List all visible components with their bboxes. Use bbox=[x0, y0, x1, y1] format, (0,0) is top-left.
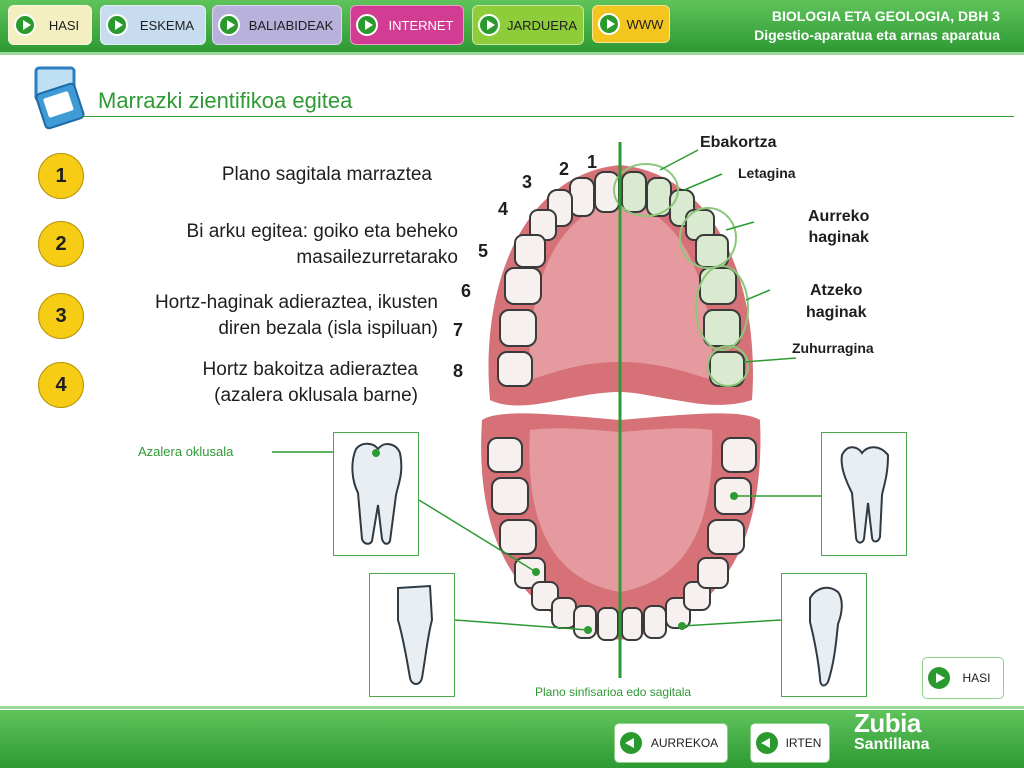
premolar-detail-box bbox=[821, 432, 907, 556]
tooth-number-3: 3 bbox=[522, 172, 533, 192]
tooth-number-1: 1 bbox=[587, 152, 598, 172]
label-azalera-oklusala: Azalera oklusala bbox=[138, 444, 234, 459]
page-title: Marrazki zientifikoa egitea bbox=[98, 88, 353, 113]
irten-label: IRTEN bbox=[785, 736, 822, 750]
play-icon bbox=[106, 14, 128, 36]
canine-tooth-icon bbox=[809, 586, 843, 687]
play-icon bbox=[14, 14, 36, 36]
label-aurreko-line2: haginak bbox=[808, 229, 869, 246]
tooth-number-8: 8 bbox=[453, 361, 464, 381]
canine-right-detail-box bbox=[781, 573, 867, 697]
course-title: BIOLOGIA ETA GEOLOGIA, DBH 3 Digestio-ap… bbox=[754, 7, 1000, 45]
step-2-text: Bi arku egitea: goiko eta beheko masaile… bbox=[100, 219, 458, 271]
nav-button-www[interactable]: WWW bbox=[592, 5, 670, 43]
aurrekoa-button[interactable]: AURREKOA bbox=[614, 723, 728, 763]
step-4-line2: (azalera oklusala barne) bbox=[214, 385, 418, 406]
top-bar-divider bbox=[0, 52, 1024, 55]
aurrekoa-label: AURREKOA bbox=[650, 736, 719, 750]
nav-button-jarduera[interactable]: JARDUERA bbox=[472, 5, 584, 45]
step-2-line1: Bi arku egitea: goiko eta beheko bbox=[186, 221, 458, 242]
step-2-line2: masailezurretarako bbox=[296, 247, 458, 268]
step-1-text: Plano sagitala marraztea bbox=[221, 164, 432, 185]
play-icon bbox=[356, 14, 378, 36]
bottom-bar bbox=[0, 710, 1024, 768]
canine-detail-box bbox=[369, 573, 455, 697]
nav-button-label: WWW bbox=[626, 16, 664, 32]
label-atzeko-line2: haginak bbox=[806, 304, 867, 321]
hasi-button[interactable]: HASI bbox=[922, 657, 1004, 699]
tooth-number-7: 7 bbox=[453, 320, 464, 340]
brand-publisher: Santillana bbox=[854, 736, 930, 753]
label-letagina: Letagina bbox=[738, 165, 796, 181]
tooth-number-6: 6 bbox=[461, 281, 472, 301]
play-icon bbox=[928, 667, 950, 689]
molar-detail-box bbox=[333, 432, 419, 556]
label-aurreko-haginak: Aurreko haginak bbox=[808, 206, 869, 248]
nav-button-eskema[interactable]: ESKEMA bbox=[100, 5, 206, 45]
label-plano-sinfisarioa: Plano sinfisarioa edo sagitala bbox=[535, 685, 692, 699]
brand-logo: Zubia Santillana bbox=[854, 708, 930, 756]
dental-arch-diagram bbox=[481, 142, 797, 678]
back-arrow-icon bbox=[620, 732, 642, 754]
label-ebakortza: Ebakortza bbox=[700, 134, 777, 151]
incisor-tooth-icon bbox=[397, 584, 434, 685]
nav-button-internet[interactable]: INTERNET bbox=[350, 5, 464, 45]
play-icon bbox=[598, 13, 620, 35]
step-3-text: Hortz-haginak adieraztea, ikusten diren … bbox=[84, 290, 438, 342]
brand-name: Zubia bbox=[854, 708, 921, 738]
step-number-1: 1 bbox=[38, 153, 84, 199]
course-unit: Digestio-aparatua eta arnas aparatua bbox=[754, 27, 1000, 43]
step-3-line2: diren bezala (isla ispiluan) bbox=[218, 318, 438, 339]
nav-button-label: ESKEMA bbox=[139, 17, 195, 33]
label-aurreko-line1: Aurreko bbox=[808, 208, 870, 225]
unit-logo-icon bbox=[34, 66, 85, 130]
exit-arrow-icon bbox=[756, 732, 778, 754]
bottom-bar-divider bbox=[0, 706, 1024, 709]
step-number-2: 2 bbox=[38, 221, 84, 267]
step-4-line1: Hortz bakoitza adieraztea bbox=[202, 359, 418, 380]
irten-button[interactable]: IRTEN bbox=[750, 723, 830, 763]
step-number-4: 4 bbox=[38, 362, 84, 408]
label-atzeko-haginak: Atzeko haginak bbox=[806, 280, 866, 324]
label-atzeko-line1: Atzeko bbox=[810, 282, 863, 299]
step-3-line1: Hortz-haginak adieraztea, ikusten bbox=[154, 292, 438, 313]
nav-button-hasi[interactable]: HASI bbox=[8, 5, 92, 45]
step-number-3: 3 bbox=[38, 293, 84, 339]
tooth-number-4: 4 bbox=[498, 199, 509, 219]
title-divider bbox=[82, 116, 1014, 117]
nav-button-label: JARDUERA bbox=[506, 17, 578, 33]
nav-button-label: HASI bbox=[48, 17, 80, 33]
nav-button-label: INTERNET bbox=[388, 17, 454, 33]
molar-tooth-icon bbox=[351, 442, 403, 545]
nav-button-baliabideak[interactable]: BALIABIDEAK bbox=[212, 5, 342, 45]
nav-button-label: BALIABIDEAK bbox=[248, 17, 334, 33]
hasi-button-label: HASI bbox=[962, 671, 991, 685]
course-subject: BIOLOGIA ETA GEOLOGIA, DBH 3 bbox=[771, 8, 1000, 24]
label-zuhurragina: Zuhurragina bbox=[792, 340, 874, 356]
premolar-tooth-icon bbox=[840, 446, 890, 544]
tooth-number-2: 2 bbox=[559, 159, 570, 179]
play-icon bbox=[218, 14, 240, 36]
tooth-number-5: 5 bbox=[478, 241, 489, 261]
play-icon bbox=[478, 14, 500, 36]
step-4-text: Hortz bakoitza adieraztea (azalera oklus… bbox=[120, 357, 418, 409]
